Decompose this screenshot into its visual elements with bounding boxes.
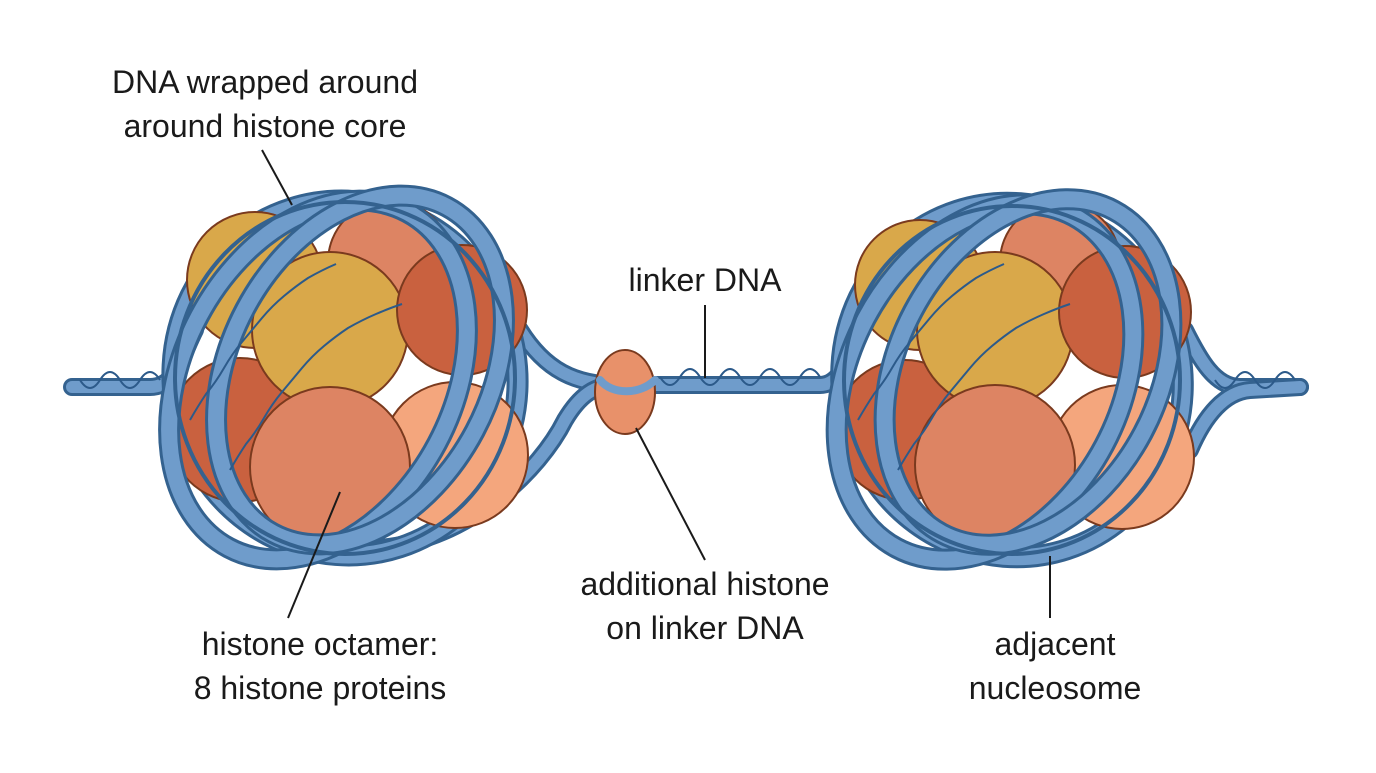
dna-wrap-front-right-2	[876, 191, 1180, 553]
linker-helix-squiggle	[659, 368, 821, 386]
label-histone-octamer: histone octamer: 8 histone proteins	[140, 622, 500, 710]
label-line: nucleosome	[968, 670, 1142, 706]
label-line: adjacent	[994, 626, 1116, 662]
label-line: 8 histone proteins	[193, 670, 447, 706]
label-line: on linker DNA	[606, 610, 804, 646]
label-line: around histone core	[123, 108, 407, 144]
dna-wrap-front-right-3	[842, 204, 1182, 556]
leader-additional-histone	[635, 427, 706, 561]
dna-exit-right-lower-inner	[1184, 381, 1306, 456]
dna-helix-texture-left	[189, 263, 403, 471]
entry-helix-squiggle	[79, 371, 161, 389]
label-line: additional histone	[580, 566, 830, 602]
label-line: histone octamer:	[201, 626, 439, 662]
leader-histone-octamer	[287, 491, 341, 619]
dna-wrap-front-left-2	[208, 187, 512, 553]
linker-histone	[594, 349, 659, 435]
nucleosome-left	[158, 184, 529, 571]
label-additional-histone: additional histone on linker DNA	[530, 562, 880, 650]
dna-wrap-front-left-3	[173, 200, 517, 556]
label-line: DNA wrapped around	[112, 64, 418, 100]
label-dna-wrapped: DNA wrapped around around histone core	[60, 60, 470, 148]
exit-helix-squiggle	[1214, 371, 1296, 389]
leader-lines	[261, 149, 1051, 619]
dna-helix-texture-right	[857, 263, 1071, 471]
nucleosome-right	[825, 188, 1195, 571]
leader-dna-wrapped	[261, 149, 293, 206]
label-adjacent-nucleosome: adjacent nucleosome	[920, 622, 1190, 710]
label-linker-dna: linker DNA	[590, 258, 820, 302]
label-line: linker DNA	[628, 262, 782, 298]
